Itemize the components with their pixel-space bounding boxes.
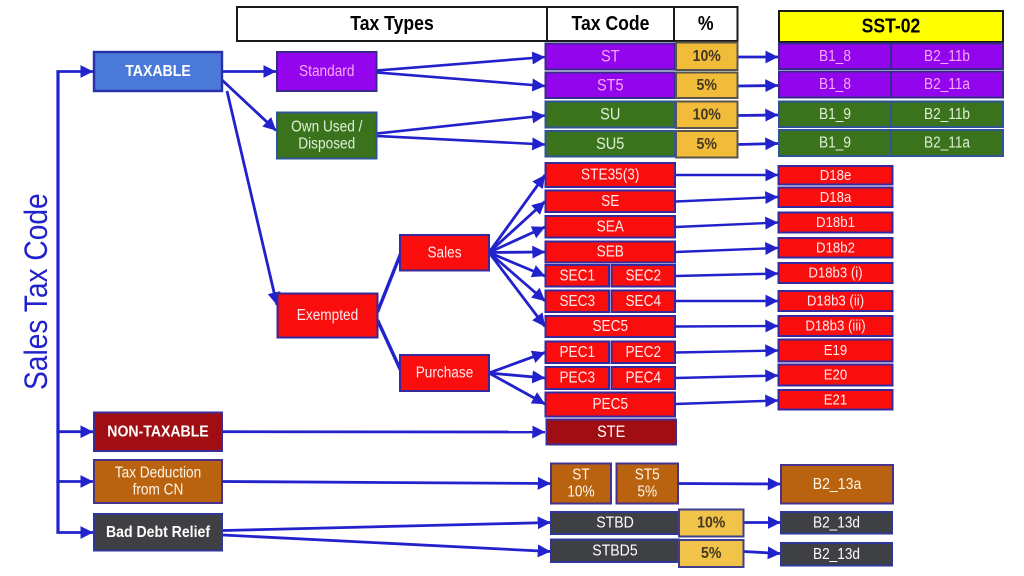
svg-text:Own Used /: Own Used / [291,118,363,135]
svg-text:B1_8: B1_8 [819,48,851,65]
svg-text:ST: ST [601,48,620,66]
svg-text:NON-TAXABLE: NON-TAXABLE [107,423,209,440]
svg-text:E20: E20 [824,367,848,384]
svg-text:SEC5: SEC5 [592,318,628,335]
svg-text:D18b1: D18b1 [816,214,855,231]
svg-text:PEC2: PEC2 [625,344,661,361]
svg-text:SEC2: SEC2 [625,267,661,284]
svg-text:TAXABLE: TAXABLE [125,63,191,80]
svg-text:SU5: SU5 [596,135,624,153]
svg-text:Disposed: Disposed [298,136,355,153]
svg-text:B2_11a: B2_11a [924,135,970,152]
svg-text:10%: 10% [693,106,721,123]
svg-text:SEC4: SEC4 [625,293,661,310]
svg-text:SEB: SEB [597,244,624,261]
svg-text:PEC4: PEC4 [625,370,661,387]
svg-text:STE: STE [597,423,625,441]
svg-text:STBD: STBD [596,515,634,532]
svg-text:ST5: ST5 [635,466,660,483]
svg-text:E21: E21 [824,391,848,408]
svg-text:Tax Types: Tax Types [350,13,434,35]
svg-text:Bad Debt Relief: Bad Debt Relief [106,524,211,541]
svg-text:SEC1: SEC1 [559,267,595,284]
svg-text:SST-02: SST-02 [862,16,921,38]
svg-text:D18b2: D18b2 [816,239,855,256]
svg-text:Purchase: Purchase [416,365,474,382]
svg-text:B1_8: B1_8 [819,76,851,93]
svg-text:Tax Code: Tax Code [572,13,650,35]
svg-text:PEC5: PEC5 [592,396,628,413]
svg-text:SEC3: SEC3 [559,293,595,310]
svg-text:10%: 10% [693,48,721,65]
svg-text:STE35(3): STE35(3) [581,167,639,184]
svg-text:5%: 5% [701,545,721,562]
svg-text:B2_13d: B2_13d [813,514,860,531]
svg-text:5%: 5% [697,77,717,94]
svg-text:D18e: D18e [820,167,852,184]
svg-text:STBD5: STBD5 [592,542,637,559]
svg-text:B2_11b: B2_11b [924,48,970,65]
svg-text:10%: 10% [567,484,594,501]
svg-text:D18a: D18a [820,189,852,206]
svg-text:5%: 5% [697,136,717,153]
svg-text:PEC1: PEC1 [559,344,595,361]
svg-text:D18b3 (ii): D18b3 (ii) [807,293,864,310]
svg-text:B1_9: B1_9 [819,135,851,152]
svg-text:SU: SU [600,106,620,124]
svg-text:10%: 10% [697,515,725,532]
svg-text:B2_11b: B2_11b [924,106,970,123]
svg-text:PEC3: PEC3 [559,370,595,387]
svg-text:%: % [698,13,714,35]
svg-text:D18b3 (iii): D18b3 (iii) [805,318,865,335]
svg-text:Standard: Standard [299,63,354,80]
svg-text:ST: ST [572,466,590,483]
svg-text:B2_13d: B2_13d [813,546,860,563]
svg-text:Tax Deduction: Tax Deduction [115,464,201,481]
svg-text:D18b3 (i): D18b3 (i) [808,265,862,282]
svg-text:ST5: ST5 [597,76,624,94]
svg-text:5%: 5% [637,484,657,501]
svg-text:B2_11a: B2_11a [924,76,970,93]
svg-text:Sales: Sales [427,244,461,261]
svg-text:B1_9: B1_9 [819,106,851,123]
svg-text:E19: E19 [824,342,848,359]
svg-text:from CN: from CN [133,482,184,499]
svg-text:B2_13a: B2_13a [813,476,862,493]
svg-text:Exempted: Exempted [297,307,358,324]
svg-text:SE: SE [601,193,619,210]
svg-text:Sales Tax Code: Sales Tax Code [18,193,54,390]
svg-text:SEA: SEA [597,218,625,235]
